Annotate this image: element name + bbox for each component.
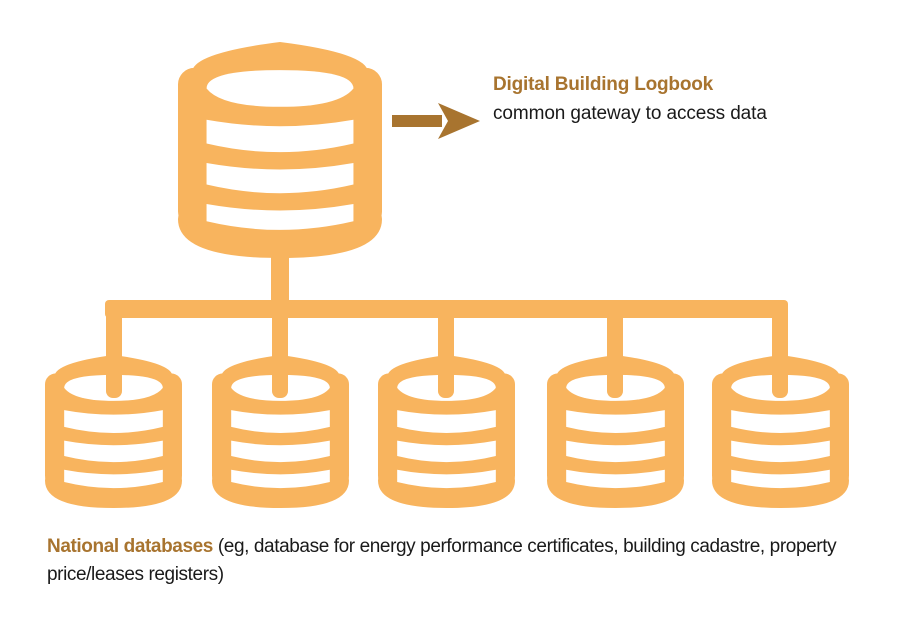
database-band [566, 440, 665, 463]
drop-tip-3 [438, 345, 454, 398]
national-caption: National databases (eg, database for ene… [47, 533, 847, 589]
gateway-database [178, 42, 382, 258]
database-band [397, 469, 496, 489]
national-description: (eg, database for energy performance cer… [47, 536, 837, 585]
drop-tip-1 [106, 345, 122, 398]
database-band [231, 440, 330, 463]
national-database-4 [547, 355, 684, 508]
national-database-1 [45, 355, 182, 508]
database-band [566, 410, 665, 434]
database-band [206, 162, 354, 194]
database-band [231, 469, 330, 489]
national-title: National databases [47, 536, 213, 557]
national-database-5 [712, 355, 849, 508]
national-database-3 [378, 355, 515, 508]
database-band [206, 70, 354, 107]
main-stem [271, 250, 289, 310]
drop-tip-2 [272, 345, 288, 398]
national-database-2 [212, 355, 349, 508]
database-band [206, 119, 354, 153]
arrow-right-icon [392, 103, 480, 139]
database-band [206, 204, 354, 230]
database-band [397, 410, 496, 434]
database-band [64, 469, 163, 489]
drop-tip-4 [607, 345, 623, 398]
drop-overlays [106, 345, 788, 398]
database-band [731, 440, 830, 463]
database-band [731, 469, 830, 489]
database-band [64, 410, 163, 434]
database-band [566, 469, 665, 489]
gateway-title: Digital Building Logbook [493, 74, 713, 95]
drop-tip-5 [772, 345, 788, 398]
database-band [731, 410, 830, 434]
database-band [397, 440, 496, 463]
database-band [64, 440, 163, 463]
database-band [231, 410, 330, 434]
gateway-database-icon [178, 42, 382, 258]
national-databases [45, 355, 849, 508]
gateway-subtitle: common gateway to access data [493, 103, 767, 124]
